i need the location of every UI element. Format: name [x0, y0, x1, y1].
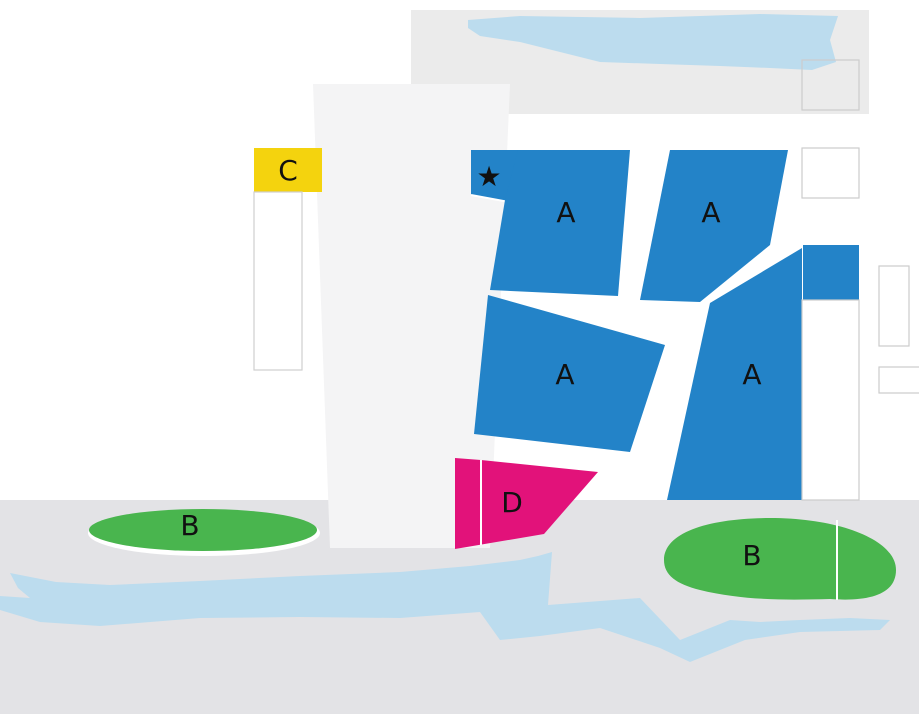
parcel-c-label: C: [278, 154, 298, 187]
parcel-a-middle-label: A: [555, 358, 574, 391]
parcel-a-top-right-label: A: [701, 196, 720, 229]
park-b-left-label: B: [180, 509, 199, 542]
parcel-c: [254, 148, 322, 192]
upper-water: [468, 14, 838, 70]
park-b-right-label: B: [742, 539, 761, 572]
star-icon: ★: [476, 160, 501, 193]
upper-right-outline: [801, 59, 860, 111]
far-right-outline-2: [878, 366, 919, 394]
central-block: [313, 84, 510, 548]
parcel-a-top-left: [490, 150, 630, 296]
parcel-a-middle: [474, 295, 665, 452]
far-right-outline-1: [878, 265, 910, 347]
right-strip-outline: [801, 299, 860, 501]
parcel-c-outline: [253, 191, 303, 371]
parcel-a-bottom-right-label: A: [742, 358, 761, 391]
right-blue-block: [803, 245, 859, 300]
parcel-d: [455, 458, 598, 549]
parcel-a-top-right: [640, 150, 788, 302]
park-b-left: [89, 509, 317, 551]
parcel-a-bottom-right: [667, 248, 802, 500]
right-top-outline: [801, 147, 860, 199]
parcel-d-label: D: [501, 486, 523, 519]
river: [0, 552, 890, 662]
parcel-a-top-left-label: A: [556, 196, 575, 229]
